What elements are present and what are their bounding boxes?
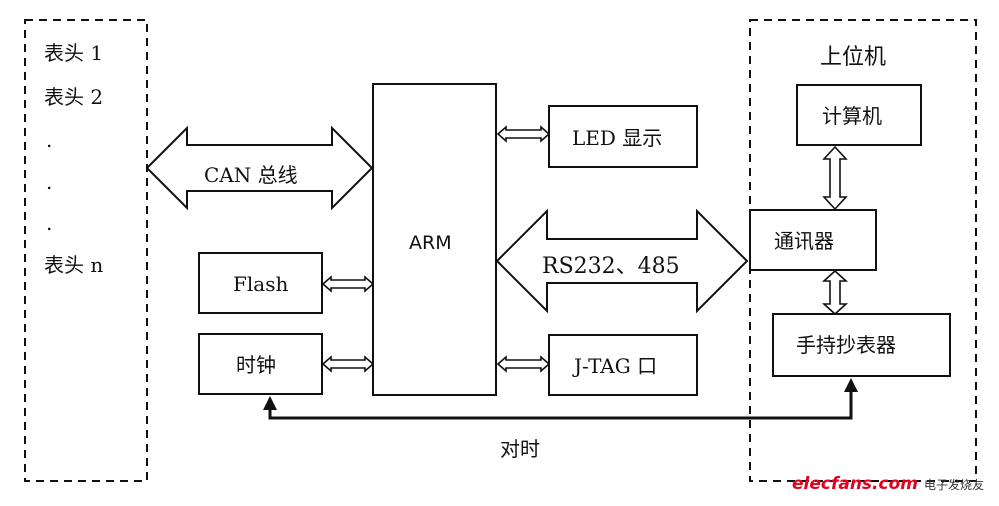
time-sync-line <box>268 390 853 420</box>
arm-block <box>372 83 497 396</box>
time-sync-arrowhead-right <box>844 378 858 392</box>
serial-link-arrow <box>495 208 749 314</box>
host-group-box <box>749 19 977 482</box>
computer-communicator-arrow <box>822 145 848 211</box>
arm-label: ARM <box>409 232 452 254</box>
can-bus-label: CAN 总线 <box>204 163 298 187</box>
flash-block <box>198 252 323 314</box>
communicator-block <box>749 209 877 271</box>
led-display-block <box>548 105 698 168</box>
ellipsis-dot-2: . <box>46 170 52 194</box>
host-title: 上位机 <box>820 45 886 70</box>
serial-link-label: RS232、485 <box>542 254 680 279</box>
flash-link-arrow <box>321 275 375 293</box>
watermark: elecfans.com 电子发烧友 <box>792 474 984 494</box>
ellipsis-dot-1: . <box>46 128 52 152</box>
communicator-label: 通讯器 <box>774 229 834 253</box>
watermark-site: elecfans.com <box>792 474 918 494</box>
computer-block <box>796 84 922 146</box>
handheld-reader-label: 手持抄表器 <box>796 333 896 357</box>
clock-link-arrow <box>321 355 375 373</box>
meter-head-n: 表头 n <box>44 253 103 277</box>
jtag-label: J-TAG 口 <box>572 354 657 378</box>
ellipsis-dot-3: . <box>46 211 52 235</box>
jtag-link-arrow <box>496 355 551 373</box>
led-display-label: LED 显示 <box>572 126 662 150</box>
led-link-arrow <box>496 125 551 143</box>
computer-label: 计算机 <box>822 104 882 128</box>
meter-head-2: 表头 2 <box>44 85 103 109</box>
handheld-reader-block <box>772 313 951 377</box>
time-sync-label: 对时 <box>500 437 540 461</box>
watermark-cn: 电子发烧友 <box>923 478 984 492</box>
communicator-handheld-arrow <box>821 269 849 316</box>
clock-label: 时钟 <box>236 353 276 377</box>
time-sync-arrowhead-left <box>263 396 277 410</box>
meter-group-box <box>24 19 148 482</box>
flash-label: Flash <box>233 272 288 296</box>
meter-head-1: 表头 1 <box>44 41 103 65</box>
